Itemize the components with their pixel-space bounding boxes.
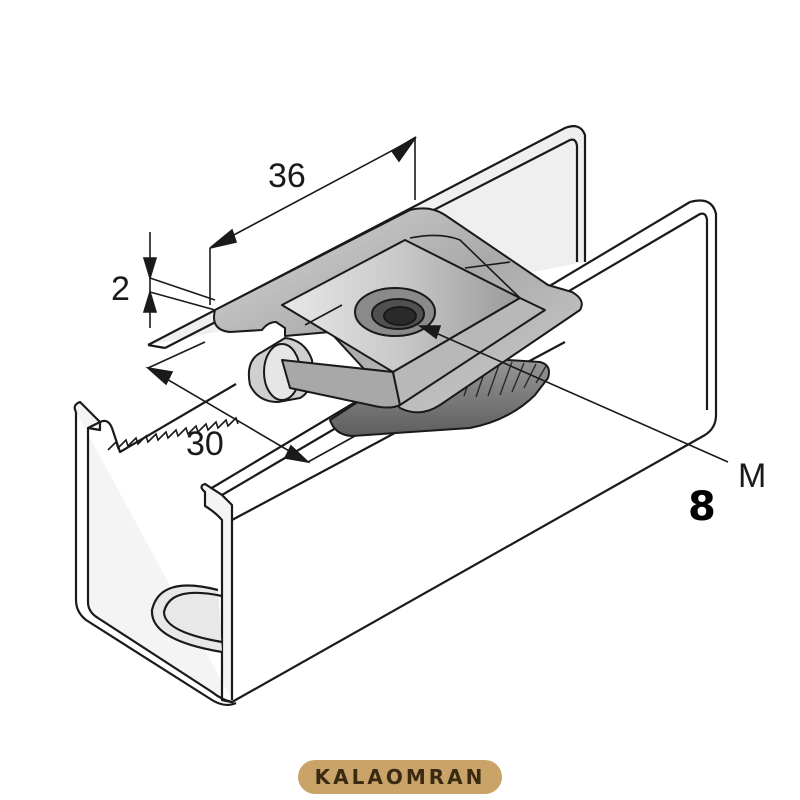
arrow-30-right bbox=[283, 444, 311, 464]
logo-text: KALAOMRAN bbox=[315, 765, 486, 789]
arrow-m-leader bbox=[417, 325, 442, 340]
channel-front-lip bbox=[204, 199, 718, 703]
arrow-2-bottom bbox=[142, 289, 158, 313]
dim-label-30: 30 bbox=[186, 425, 224, 463]
thread-prefix-label: M bbox=[738, 457, 766, 495]
logo-badge-background bbox=[298, 760, 502, 794]
brand-logo: KALAOMRAN bbox=[298, 760, 502, 794]
arrow-36-left bbox=[209, 228, 238, 249]
channel-serration-back bbox=[107, 416, 239, 451]
dim-label-36: 36 bbox=[268, 157, 306, 195]
channel-nut bbox=[213, 207, 583, 437]
arrow-30-left bbox=[145, 366, 174, 386]
arrow-2-top bbox=[142, 257, 158, 281]
dimension-lines bbox=[142, 136, 729, 464]
arrow-36-right bbox=[390, 136, 417, 163]
dim-label-2: 2 bbox=[111, 270, 130, 308]
thread-size-label: 8 bbox=[688, 484, 716, 530]
channel-end-face bbox=[73, 400, 234, 704]
